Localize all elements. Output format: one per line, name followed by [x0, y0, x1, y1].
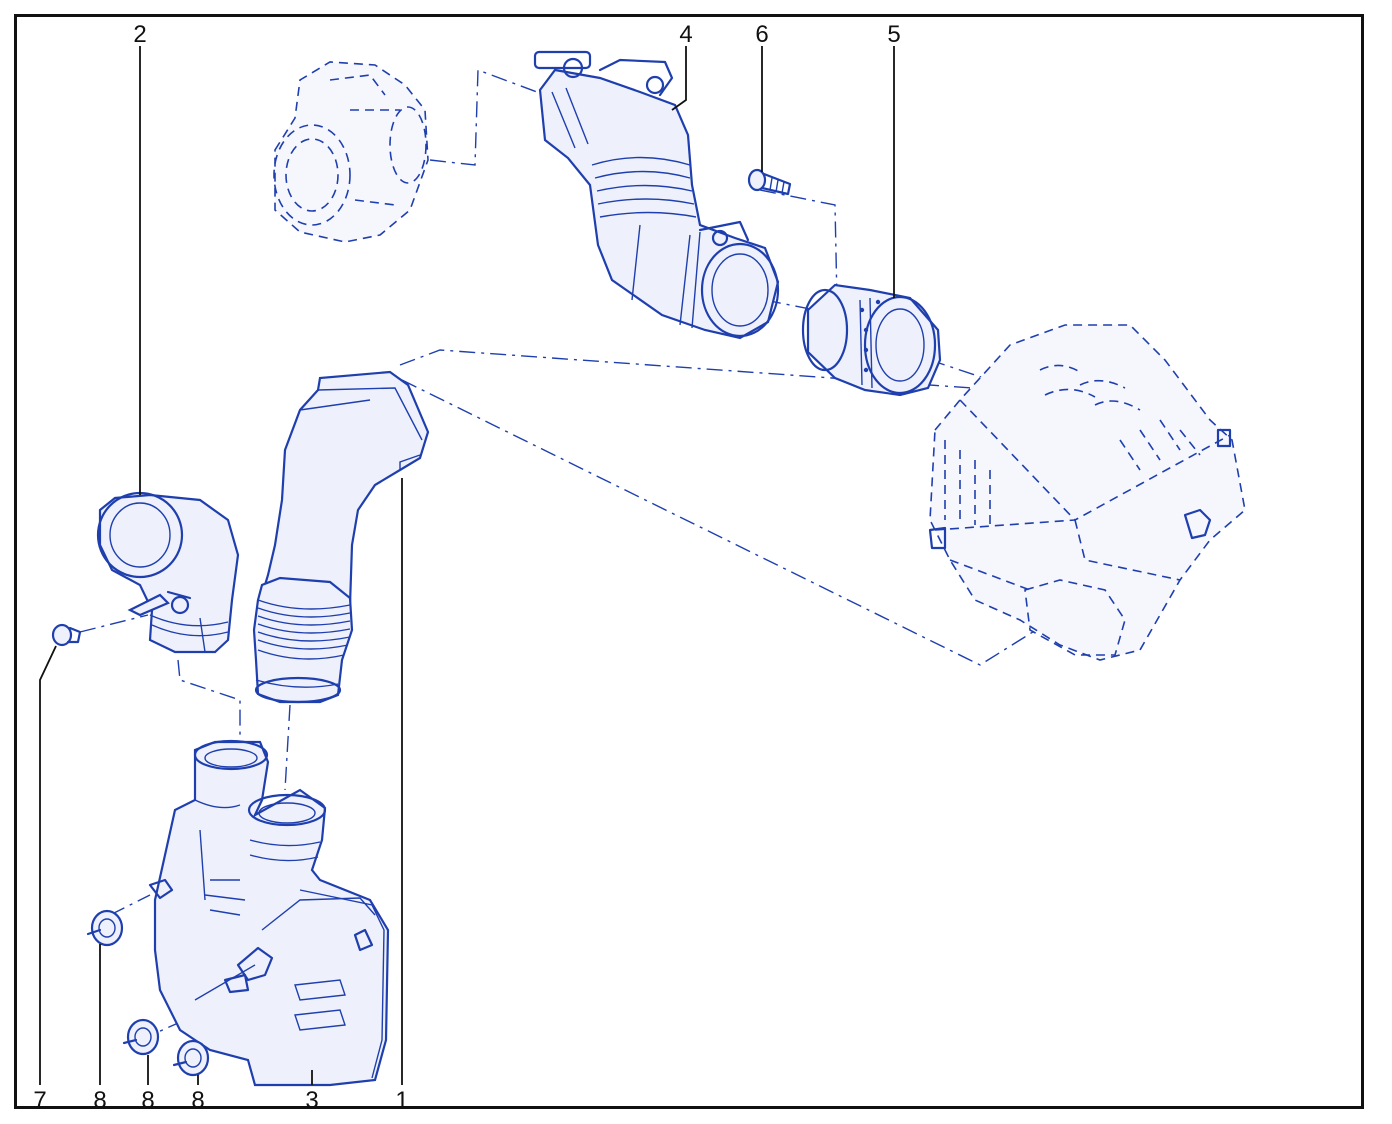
callout-5: 5 [887, 21, 900, 48]
intake-duct [252, 370, 430, 704]
grommet-1 [86, 909, 124, 947]
air-flow-coupling [801, 283, 942, 397]
intake-elbow-hose [533, 50, 780, 340]
leader-lines [39, 46, 895, 1085]
grommet-3 [172, 1039, 210, 1077]
grommet-2 [122, 1018, 160, 1056]
screw [747, 168, 792, 196]
push-fastener [51, 623, 82, 647]
callout-4: 4 [679, 21, 692, 48]
callout-8a: 8 [93, 1087, 106, 1114]
elbow-inlet [96, 491, 240, 654]
resonator-box [148, 739, 390, 1087]
throttle-body-ghost [273, 61, 429, 243]
callout-labels: 2 4 6 5 7 8 8 8 3 1 [33, 21, 900, 1114]
diagram-frame [14, 14, 1364, 1109]
callout-1: 1 [395, 1087, 408, 1114]
callout-6: 6 [755, 21, 768, 48]
callout-2: 2 [133, 21, 146, 48]
callout-3: 3 [305, 1087, 318, 1114]
callout-8c: 8 [191, 1087, 204, 1114]
callout-7: 7 [33, 1087, 46, 1114]
air-filter-housing-ghost [928, 324, 1246, 661]
callout-8b: 8 [141, 1087, 154, 1114]
